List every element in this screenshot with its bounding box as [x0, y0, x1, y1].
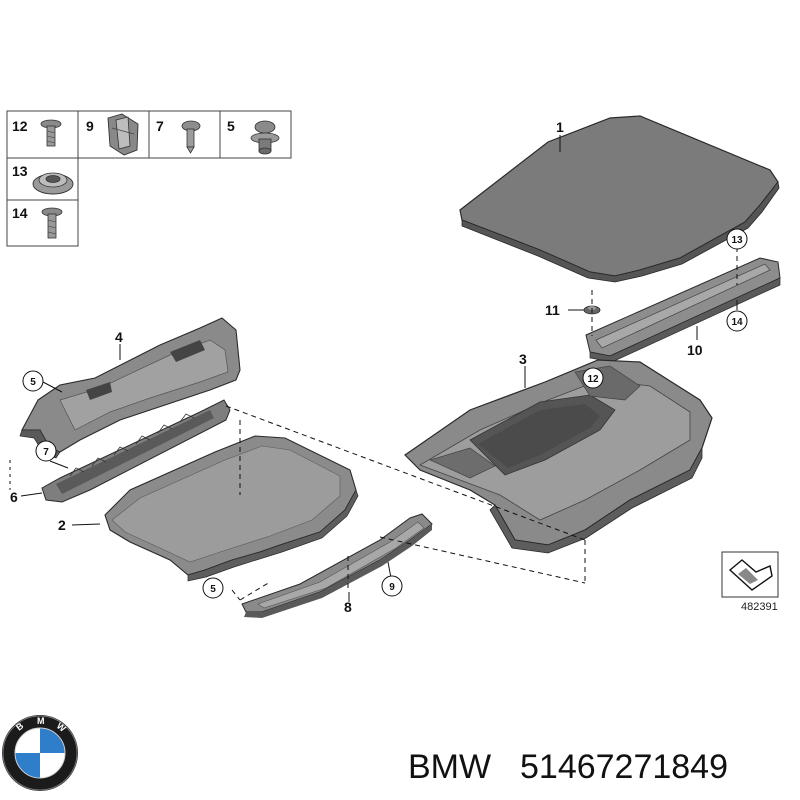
- part-6-cross-member: [41, 399, 231, 503]
- logo-letter-b: B: [14, 720, 26, 732]
- circled-callout-7: 7: [35, 440, 57, 462]
- legend-num-12: 12: [12, 118, 28, 134]
- screw-icon: [181, 120, 201, 154]
- part-3-storage-tray: [404, 359, 713, 554]
- part-4-side-trim: [19, 317, 241, 459]
- caption-brand: BMW: [408, 748, 491, 786]
- part-2-floor-mat: [104, 435, 359, 582]
- callout-12: 12: [587, 374, 599, 385]
- circled-callout-5b: 5: [202, 577, 224, 599]
- diagram-reference: 482391: [721, 551, 779, 613]
- legend-num-9: 9: [86, 118, 94, 134]
- bmw-logo: B M W: [2, 715, 78, 791]
- legend-num-13: 13: [12, 163, 28, 179]
- callout-6: 6: [10, 489, 18, 505]
- callout-3: 3: [519, 351, 527, 367]
- legend-num-14: 14: [12, 205, 28, 221]
- legend-num-5: 5: [227, 118, 235, 134]
- callout-13: 13: [731, 235, 743, 246]
- circled-callout-13: 13: [726, 228, 748, 250]
- logo-letter-m: M: [37, 716, 45, 726]
- grommet-washer-icon: [32, 172, 74, 195]
- callout-9: 9: [389, 582, 395, 593]
- clip-nut-icon: [107, 113, 139, 156]
- leader-lines: [20, 135, 738, 602]
- circled-callout-12: 12: [582, 367, 604, 389]
- callout-4: 4: [115, 329, 123, 345]
- caption-part-number: 51467271849: [520, 748, 728, 786]
- circled-callout-5a: 5: [22, 370, 44, 392]
- fastener-legend: 12 9 7 5 13 14: [6, 110, 292, 247]
- callout-1: 1: [556, 119, 564, 135]
- callout-11: 11: [545, 302, 560, 318]
- assembly-guide-lines: [9, 247, 738, 601]
- part-1-floor-panel: [459, 115, 780, 283]
- vehicle-view-icon: [728, 559, 773, 591]
- expanding-rivet-icon: [250, 120, 280, 155]
- long-bolt-icon: [41, 207, 63, 239]
- circled-callout-14: 14: [726, 310, 748, 332]
- callout-labels: 1 4 3 11 10 6 2 8 5 7 5 9 12 13: [10, 119, 748, 615]
- callout-7: 7: [43, 447, 49, 458]
- callout-5b: 5: [210, 584, 216, 595]
- part-10-trim-strip: [585, 257, 781, 363]
- diagram-ref-number: 482391: [741, 601, 778, 613]
- callout-10: 10: [687, 342, 703, 358]
- legend-num-7: 7: [156, 118, 164, 134]
- callout-5a: 5: [30, 377, 36, 388]
- torx-bolt-icon: [40, 119, 62, 147]
- circled-callout-9: 9: [381, 575, 403, 597]
- callout-8: 8: [344, 599, 352, 615]
- callout-2: 2: [58, 517, 66, 533]
- callout-14: 14: [731, 317, 743, 328]
